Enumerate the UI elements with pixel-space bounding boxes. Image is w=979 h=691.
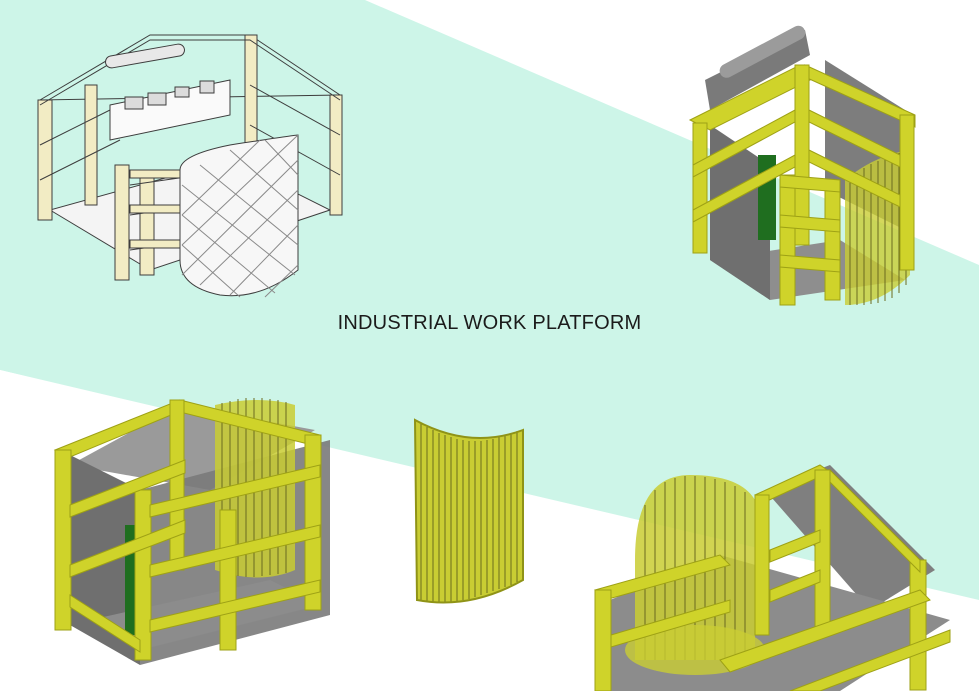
curved-mesh-gate bbox=[413, 418, 524, 604]
hand-sketch-view bbox=[37, 34, 343, 298]
poster-title: INDUSTRIAL WORK PLATFORM bbox=[337, 312, 642, 334]
cad-view-bottom-left bbox=[53, 398, 330, 665]
yellow-frame-platform-icon bbox=[53, 398, 330, 665]
pencil-sketch-platform-icon bbox=[37, 34, 343, 298]
yellow-frame-platform-icon bbox=[688, 25, 916, 306]
cad-view-bottom-right bbox=[594, 464, 951, 691]
cad-view-top-right bbox=[688, 25, 916, 306]
yellow-frame-platform-icon bbox=[594, 464, 951, 691]
curved-mesh-panel-icon bbox=[413, 418, 524, 604]
